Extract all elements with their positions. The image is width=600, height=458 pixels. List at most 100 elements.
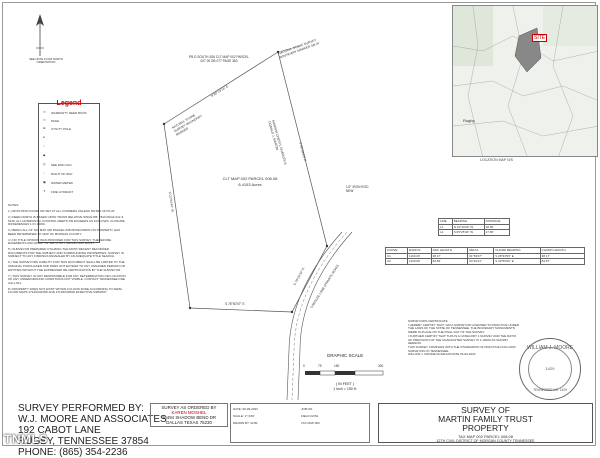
graphic-scale: GRAPHIC SCALE 0 75 150 300 ( IN FEET ) 1… [300, 353, 390, 393]
graphic-scale-title: GRAPHIC SCALE [326, 353, 364, 358]
legend-item: ▣WATER METER [43, 180, 73, 185]
road-center [291, 231, 348, 401]
info-field: FIELD DATE [301, 414, 319, 418]
utility-pole-icon: ⊕ [43, 126, 46, 130]
performer-company: W.J. MOORE AND ASSOCIATES [18, 414, 167, 425]
marker-icon: ◆ [43, 153, 46, 157]
seal-state: TENNESSEE NO. 1429 [533, 388, 567, 392]
graphic-scale-bar [305, 370, 384, 376]
corner-pin [290, 310, 294, 314]
location-map-caption: LOCATION MAP N/S [480, 158, 513, 162]
iron-rod-icon: ◎ [43, 162, 46, 166]
scale-tick: 75 [318, 364, 322, 368]
certificate-signature: WILLIAM J. MOORE RLS#1429 DATE 06-09-202… [408, 352, 476, 357]
note-item: 8.) PROPERTY DOES NOT EXIST WITHIN A FLO… [8, 286, 122, 295]
drawing-info: DATE: 06-09-2023 SCALE: 1"=150' DRAWN BY… [230, 403, 370, 443]
note-item: 7.) THIS SURVEY IS NOT RESPONSIBLE FOR A… [8, 273, 126, 285]
boundary-line [163, 51, 328, 313]
water-meter-icon: ▣ [43, 180, 46, 184]
north-orientation-note: SEE NOTE # FOR NORTH ORIENTATION [29, 57, 63, 65]
location-map-drawing [453, 6, 597, 156]
title-block: SURVEY OF MARTIN FAMILY TRUST PROPERTY T… [378, 403, 593, 443]
certificate-text: I FURTHER CERTIFY THAT THIS IS A CATEGOR… [408, 333, 517, 346]
location-map: Rugby [452, 5, 598, 157]
ordered-street: 16494 SHADOW BEND DR [161, 415, 217, 420]
deed-book-icon: ▭ [43, 110, 46, 114]
legend-item: ○ [43, 144, 51, 149]
note-item: 5.) SURVEYOR PREPARED UTILIZING THE MOST… [8, 247, 124, 259]
marker-icon: ● [43, 135, 45, 139]
page-icon: ▭ [43, 118, 46, 122]
legend-title: Legend [56, 100, 82, 107]
note-item: 3.) BEING ALL OF TAX MAP 002 PARCEL 008.… [8, 228, 120, 236]
town-label: Rugby [463, 118, 475, 123]
surveyor-seal: WILLIAM J. MOORE 1429 TENNESSEE NO. 1429 [519, 338, 581, 400]
sheet-border [2, 2, 596, 446]
scale-tick: 150 [334, 364, 340, 368]
notes-heading: NOTES [8, 203, 19, 207]
legend-item: ● [43, 135, 51, 140]
title-line-2: MARTIN FAMILY TRUST [438, 414, 533, 424]
certificate-text: I HEREBY CERTIFY THAT I AM A SURVEYOR LI… [408, 322, 520, 335]
note-item: 4.) NO TITLE OPINION WAS PROVIDED FOR TH… [8, 237, 112, 246]
note-item: 1.) IRON PINS FOUND OR SET AT ALL CORNER… [8, 208, 116, 213]
info-drawn: DRAWN BY: WJM [233, 421, 258, 425]
road-edge-outer [297, 231, 353, 401]
title-line-3: PROPERTY [462, 423, 509, 433]
graphic-scale-units: ( IN FEET ) [335, 382, 355, 386]
pin-label-right: 1/2" IRON ROD NEW [346, 185, 369, 193]
ordered-city: DALLAS TEXAS 75230 [166, 420, 212, 425]
performer-heading: SURVEY PERFORMED BY: [18, 403, 144, 414]
tie-line [277, 45, 301, 53]
bearing-bottom: S 78°50'07" E [225, 302, 245, 306]
legend-item: ⊕UTILITY POLE [43, 126, 71, 131]
graphic-scale-ratio: 1 inch = 150 ft. [333, 387, 357, 391]
note-item: 2.) DEED NORTH IS BASED UPON TRANS RELAT… [8, 214, 125, 227]
scale-tick: 300 [378, 364, 384, 368]
road-edge-inner [286, 231, 343, 401]
surveyor-certificate: SURVEYOR'S CERTIFICATE I HEREBY CERTIFY … [408, 319, 520, 357]
legend-item: ▭PAGE [43, 118, 60, 123]
legend-item: ◎SEE ROD OLD [43, 162, 72, 167]
parcel-label: CLT MAP 002 PARCEL 008.08 [222, 176, 278, 181]
adjoiner-north: PB D SOUTH 4S6 CLT MAP 002 PARCEL 007.00… [189, 55, 249, 63]
performer-city: RUGBY, TENNESSEE 37854 [18, 436, 149, 447]
fire-hydrant-icon: ✦ [43, 189, 46, 193]
marker-icon: ○ [43, 144, 45, 148]
legend-item: ▭WARRANTY DEED BOOK [43, 110, 87, 115]
legend-item: ┄RIGHT OF WAY [43, 171, 73, 176]
ordered-by: SURVEY AS ORDERED BY KAREN MOSHEL 16494 … [150, 403, 228, 427]
legend-item: ◆ [43, 153, 51, 158]
legend: Legend ▭WARRANTY DEED BOOK ▭PAGE ⊕UTILIT… [38, 100, 100, 243]
certificate-heading: SURVEYOR'S CERTIFICATE [408, 319, 448, 323]
corner-pin [276, 50, 280, 54]
ordered-name: KAREN MOSHEL [171, 410, 207, 415]
mls-watermark: TNMLS [4, 432, 48, 446]
parcel-area: 6.4153 Acres [238, 182, 262, 187]
corner-pin [325, 244, 329, 248]
seal-name: WILLIAM J. MOORE [526, 345, 574, 351]
performer-phone: PHONE: (865) 354-2236 [18, 447, 128, 458]
ordered-heading: SURVEY AS ORDERED BY [161, 405, 217, 410]
scale-tick: 0 [303, 364, 305, 368]
north-arrow-icon [36, 14, 44, 56]
title-line-5: 12TH CIVIL DISTRICT OF MORGAN COUNTY TEN… [436, 439, 535, 443]
corner-pin [162, 122, 166, 126]
performer-street: 192 CABOT LANE [18, 425, 101, 436]
seal-inner-ring [528, 347, 572, 391]
info-date: DATE: 06-09-2023 [233, 407, 258, 411]
note-item: 6.) THE SURVEYORS LIABILITY FOR THIS DOC… [8, 260, 125, 272]
title-line-4: TAX MAP 002 PARCEL 008.08 [458, 434, 513, 439]
title-line-1: SURVEY OF [461, 405, 510, 415]
info-job: JOB NO. [301, 407, 314, 411]
info-map: TAX MAP 002 [301, 421, 320, 425]
notes: NOTES 1.) IRON PINS FOUND OR SET AT ALL … [8, 203, 128, 297]
legend-item: ✦FIRE HYDRANT [43, 189, 74, 194]
seal-number: 1429 [545, 366, 555, 371]
